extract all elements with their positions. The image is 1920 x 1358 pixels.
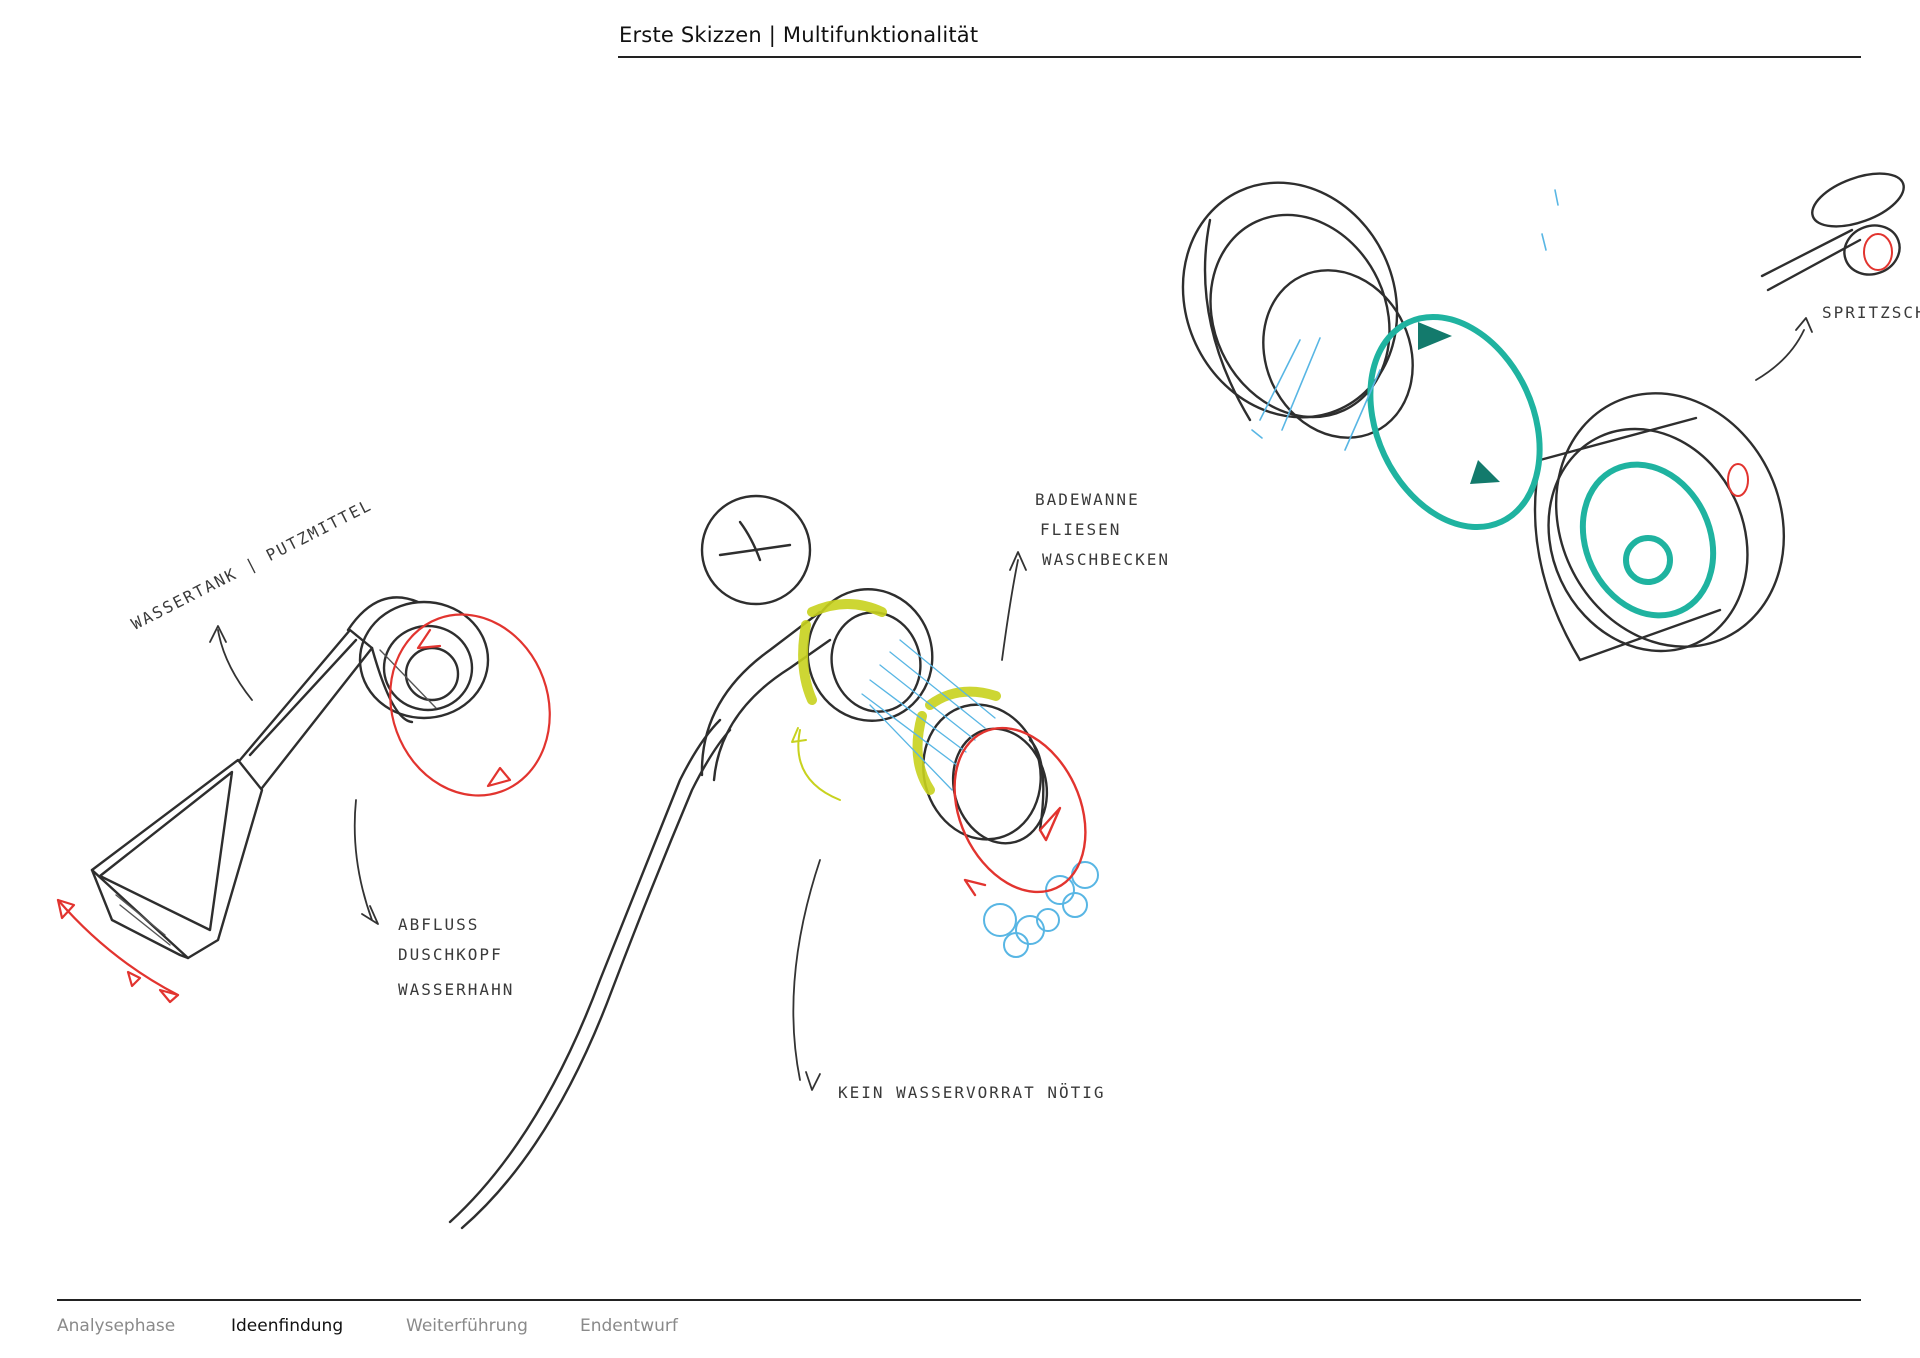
- page-footer: Analysephase Ideenfindung Weiterführung …: [57, 1299, 1861, 1341]
- annotation-surfaces-3: WASCHBECKEN: [1042, 550, 1170, 569]
- annotation-nozzle: SPRITZSCH: [1822, 303, 1920, 322]
- page-header: Erste Skizzen | Multifunktionalität: [618, 20, 1861, 58]
- nav-weiterfuehrung[interactable]: Weiterführung: [406, 1316, 528, 1336]
- annotation-drain-2: DUSCHKOPF: [398, 945, 503, 964]
- annotation-surfaces-2: FLIESEN: [1040, 520, 1121, 539]
- nav-endentwurf[interactable]: Endentwurf: [580, 1316, 678, 1336]
- sketch-annotations: WASSERTANK | PUTZMITTEL ABFLUSS DUSCHKOP…: [128, 303, 1920, 1102]
- sketch-exploded-discs: [1181, 172, 1905, 662]
- annotation-drain-1: ABFLUSS: [398, 915, 479, 934]
- page-title: Erste Skizzen | Multifunktionalität: [619, 23, 979, 47]
- annotation-no-water: KEIN WASSERVORRAT NÖTIG: [838, 1083, 1106, 1102]
- sketch-area: WASSERTANK | PUTZMITTEL ABFLUSS DUSCHKOP…: [0, 60, 1920, 1300]
- annotation-drain-3: WASSERHAHN: [398, 980, 514, 999]
- nav-ideenfindung[interactable]: Ideenfindung: [231, 1316, 344, 1336]
- sketch-drawing: WASSERTANK | PUTZMITTEL ABFLUSS DUSCHKOP…: [56, 172, 1920, 1230]
- annotation-surfaces-1: BADEWANNE: [1035, 490, 1140, 509]
- sketch-cleaner-handle: [56, 596, 551, 1004]
- sketch-shower-head: [448, 494, 1099, 1230]
- nav-analysephase[interactable]: Analysephase: [57, 1316, 176, 1336]
- annotation-tank: WASSERTANK | PUTZMITTEL: [128, 495, 375, 633]
